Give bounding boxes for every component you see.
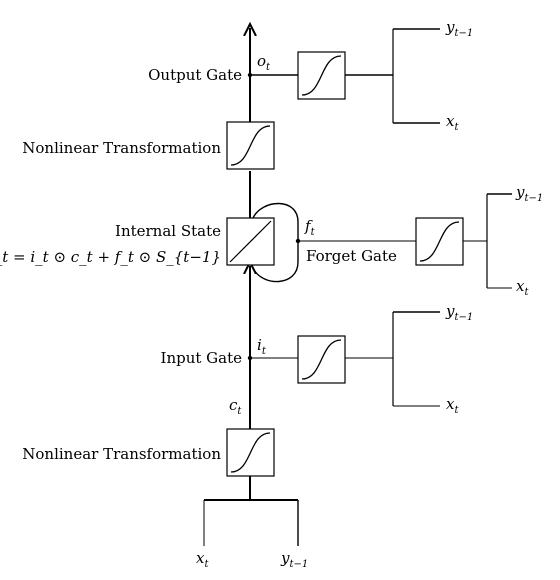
nonlinear-transformation-bottom-label: Nonlinear Transformation xyxy=(22,445,221,463)
input-gate-sigmoid-block xyxy=(250,311,440,407)
internal-state-label: Internal State xyxy=(115,222,221,240)
forget-gate-x-label: xt xyxy=(516,277,529,298)
input-gate-label: Input Gate xyxy=(161,349,243,367)
nonlinear-transformation-top-block xyxy=(226,121,275,170)
bottom-x-label: xt xyxy=(196,549,209,570)
forget-gate-label: Forget Gate xyxy=(306,247,397,265)
input-gate-x-label: xt xyxy=(446,395,459,416)
output-gate-sigmoid-block xyxy=(250,28,440,124)
nonlinear-transformation-bottom-block xyxy=(226,428,275,477)
o-t-label: ot xyxy=(257,52,271,73)
bottom-y-label: yt−1 xyxy=(280,549,308,570)
output-gate-y-label: yt−1 xyxy=(445,18,473,39)
f-t-label: ft xyxy=(304,217,316,238)
output-gate-x-label: xt xyxy=(446,112,459,133)
c-t-label: ct xyxy=(229,396,242,417)
forget-gate-sigmoid-block xyxy=(298,193,512,289)
nonlinear-transformation-top-label: Nonlinear Transformation xyxy=(22,139,221,157)
output-gate-label: Output Gate xyxy=(148,66,242,84)
input-gate-y-label: yt−1 xyxy=(445,302,473,323)
internal-state-block xyxy=(226,217,275,266)
forget-gate-y-label: yt−1 xyxy=(515,183,543,204)
i-t-label: it xyxy=(257,336,267,357)
state-equation: S_t = i_t ⊙ c_t + f_t ⊙ S_{t−1} xyxy=(0,248,221,266)
bottom-input-fork xyxy=(203,499,299,546)
